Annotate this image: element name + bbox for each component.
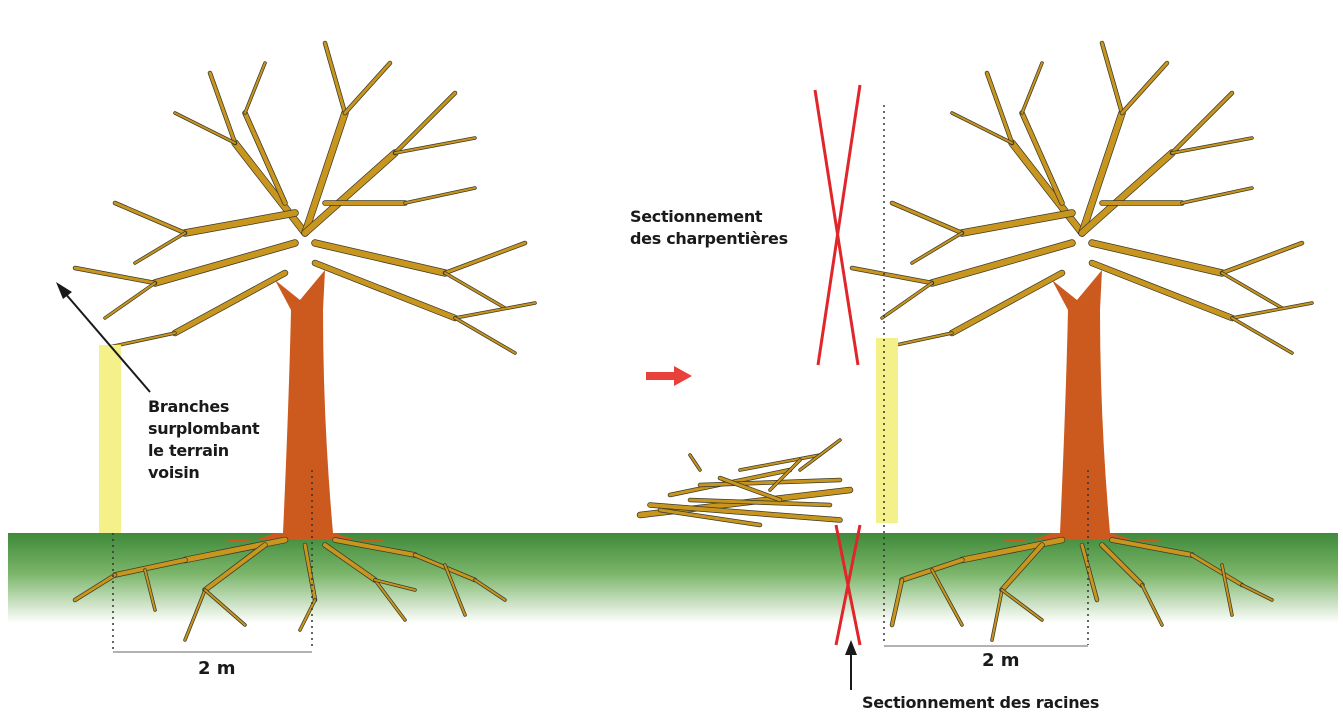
branch [325, 43, 345, 113]
branch [455, 318, 515, 353]
branch [882, 283, 932, 318]
branch [445, 273, 505, 308]
cut-cross-icon [815, 85, 860, 365]
branch [105, 283, 155, 318]
branch [345, 63, 390, 113]
trunk [1052, 270, 1110, 533]
label-overhanging-branches: Branches surplombant le terrain voisin [148, 396, 259, 484]
branch [75, 268, 155, 283]
branch [1222, 243, 1302, 273]
branch [245, 63, 265, 113]
branch [1222, 273, 1282, 308]
cut-branch [800, 440, 840, 470]
branch [1232, 303, 1312, 318]
property-limit-highlight-right [876, 338, 898, 523]
label-distance-left: 2 m [198, 658, 236, 679]
branch [405, 188, 475, 203]
cut-branch [690, 455, 700, 470]
cut-branches-pile [640, 440, 850, 525]
label-distance-right: 2 m [982, 650, 1020, 671]
branch [445, 243, 525, 273]
branch [852, 268, 932, 283]
pointer-arrow-icon [845, 640, 857, 690]
branch [175, 273, 285, 333]
label-limb-cutting: Sectionnement des charpentières [630, 206, 788, 250]
branch [185, 213, 295, 233]
property-limit-highlight-left [99, 345, 121, 533]
branch [1102, 43, 1122, 113]
branch [1232, 318, 1292, 353]
branch [135, 233, 185, 263]
branch [115, 203, 185, 233]
branch [455, 303, 535, 318]
arrow-right-icon [646, 366, 692, 386]
branch [1122, 63, 1167, 113]
branch [912, 233, 962, 263]
branch [892, 203, 962, 233]
branch [962, 213, 1072, 233]
branch [952, 273, 1062, 333]
trunk [275, 270, 333, 533]
branch [1182, 188, 1252, 203]
branch [1022, 63, 1042, 113]
label-root-cutting: Sectionnement des racines [862, 692, 1099, 714]
